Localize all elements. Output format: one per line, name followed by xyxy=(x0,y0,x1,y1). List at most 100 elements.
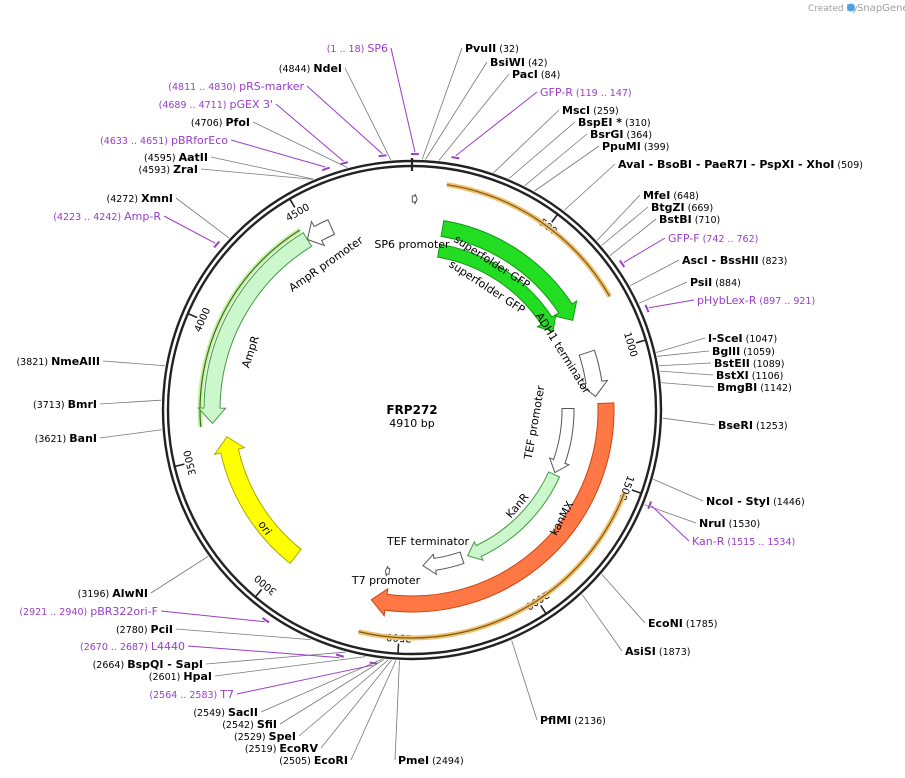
leader-line xyxy=(651,505,690,542)
leader-line xyxy=(175,197,230,239)
site-position: (4633 .. 4651) xyxy=(100,136,171,147)
label-leaders xyxy=(99,47,716,761)
leader-line xyxy=(210,156,314,180)
site-name: EcoNI xyxy=(648,617,683,630)
site-position: (884) xyxy=(712,278,741,289)
site-name: BmrI xyxy=(68,398,97,411)
snapgene-logo-icon xyxy=(847,3,855,12)
enzyme-label-bmri: (3713) BmrI xyxy=(33,398,97,411)
primer-mark xyxy=(618,259,626,268)
enzyme-label-nrui: NruI (1530) xyxy=(699,517,760,530)
site-name: BanI xyxy=(69,432,97,445)
site-position: (4272) xyxy=(107,194,142,205)
enzyme-label-bstbi: BstBI (710) xyxy=(659,213,720,226)
feature-tef-terminator xyxy=(422,551,465,576)
leader-line xyxy=(205,651,346,665)
site-position: (4223 .. 4242) xyxy=(53,212,124,223)
scale-tick-label: 1500 xyxy=(616,474,635,502)
feature-label: TEF promoter xyxy=(522,384,548,461)
site-name: pHybLex-R xyxy=(697,294,757,307)
ampr-highlight-arc-line xyxy=(199,229,301,427)
site-position: (823) xyxy=(759,256,788,267)
site-position: (2564 .. 2583) xyxy=(149,690,220,701)
credit-prefix: Created by xyxy=(808,4,858,14)
primer-label-t7: (2564 .. 2583) T7 xyxy=(149,688,234,701)
enzyme-label-ncoi: NcoI - StyI (1446) xyxy=(706,495,805,508)
site-position: (4593) xyxy=(138,165,173,176)
site-name: SacII xyxy=(228,706,258,719)
leader-line xyxy=(524,133,588,187)
site-name: AsiSI xyxy=(625,645,656,658)
feature-label: SP6 promoter xyxy=(374,238,450,251)
leader-line xyxy=(623,237,666,263)
enzyme-label-bsrgi: BsrGI (364) xyxy=(590,128,652,141)
enzyme-label-xmni: (4272) XmnI xyxy=(107,192,173,205)
leader-line xyxy=(275,103,344,162)
site-position: (2549) xyxy=(193,708,228,719)
primer-mark xyxy=(644,304,650,313)
enzyme-label-pcii: (2780) PciI xyxy=(116,623,173,636)
leader-line xyxy=(390,47,416,153)
primer-mark xyxy=(378,154,387,158)
leader-line xyxy=(656,337,706,353)
site-name: SP6 xyxy=(367,42,388,55)
site-position: (1106) xyxy=(749,371,784,382)
enzyme-label-bglii: BglII (1059) xyxy=(712,345,775,358)
site-position: (2921 .. 2940) xyxy=(19,607,90,618)
site-name: BstXI xyxy=(716,369,749,382)
site-name: BstBI xyxy=(659,213,692,226)
site-name: BstEII xyxy=(714,357,750,370)
enzyme-label-psii: PsiI (884) xyxy=(690,276,741,289)
scale-tick-label: 3000 xyxy=(253,572,280,597)
enzyme-label-econi: EcoNI (1785) xyxy=(648,617,718,630)
site-name: ZraI xyxy=(173,163,198,176)
leader-line xyxy=(508,121,576,179)
primer-label-prsmarker: (4811 .. 4830) pRS-marker xyxy=(168,80,304,93)
primer-mark xyxy=(339,161,349,166)
site-position: (1089) xyxy=(750,359,785,370)
scale-tick xyxy=(551,213,559,223)
scale-tick xyxy=(174,463,185,468)
enzyme-label-bspqi: (2664) BspQI - SapI xyxy=(93,658,203,671)
site-name: PpuMI xyxy=(602,140,641,153)
scale-tick xyxy=(631,489,642,495)
feature-label: T7 promoter xyxy=(351,574,421,587)
feature-superfolder-gfp xyxy=(440,220,578,321)
primer-highlight-arc-line xyxy=(358,493,625,639)
site-name: GFP-F xyxy=(668,232,700,245)
site-name: EcoRV xyxy=(279,742,318,755)
site-name: pGEX 3' xyxy=(229,98,273,111)
feature-t7-promoter xyxy=(384,565,391,577)
site-position: (2494) xyxy=(429,756,464,767)
enzyme-label-iscei: I-SceI (1047) xyxy=(708,332,777,345)
scale-tick xyxy=(635,339,646,344)
leader-line xyxy=(601,206,649,246)
site-position: (4689 .. 4711) xyxy=(159,100,230,111)
leader-line xyxy=(99,429,162,439)
leader-line xyxy=(511,640,538,721)
site-name: NdeI xyxy=(313,62,342,75)
primer-mark xyxy=(451,156,460,160)
leader-line xyxy=(150,556,209,594)
primer-label-gfpr: GFP-R (119 .. 147) xyxy=(540,86,632,99)
site-name: BmgBI xyxy=(717,381,757,394)
site-name: PmeI xyxy=(398,754,429,767)
enzyme-label-bani: (3621) BanI xyxy=(35,432,97,445)
scale-tick xyxy=(289,198,296,208)
site-name: pBR322ori-F xyxy=(90,605,158,618)
leader-line xyxy=(657,350,710,357)
site-name: L4440 xyxy=(151,640,185,653)
site-position: (4811 .. 4830) xyxy=(168,82,239,93)
leader-line xyxy=(596,194,641,241)
site-position: (742 .. 762) xyxy=(700,234,759,245)
site-position: (2136) xyxy=(571,716,606,727)
leader-line xyxy=(455,91,538,157)
site-name: SfiI xyxy=(257,718,277,731)
site-name: BtgZI xyxy=(651,201,685,214)
site-name: T7 xyxy=(219,688,234,701)
scale-tick-label: 4000 xyxy=(193,306,213,334)
primer-label-kanr_p: Kan-R (1515 .. 1534) xyxy=(692,535,795,548)
leader-line xyxy=(187,645,340,659)
